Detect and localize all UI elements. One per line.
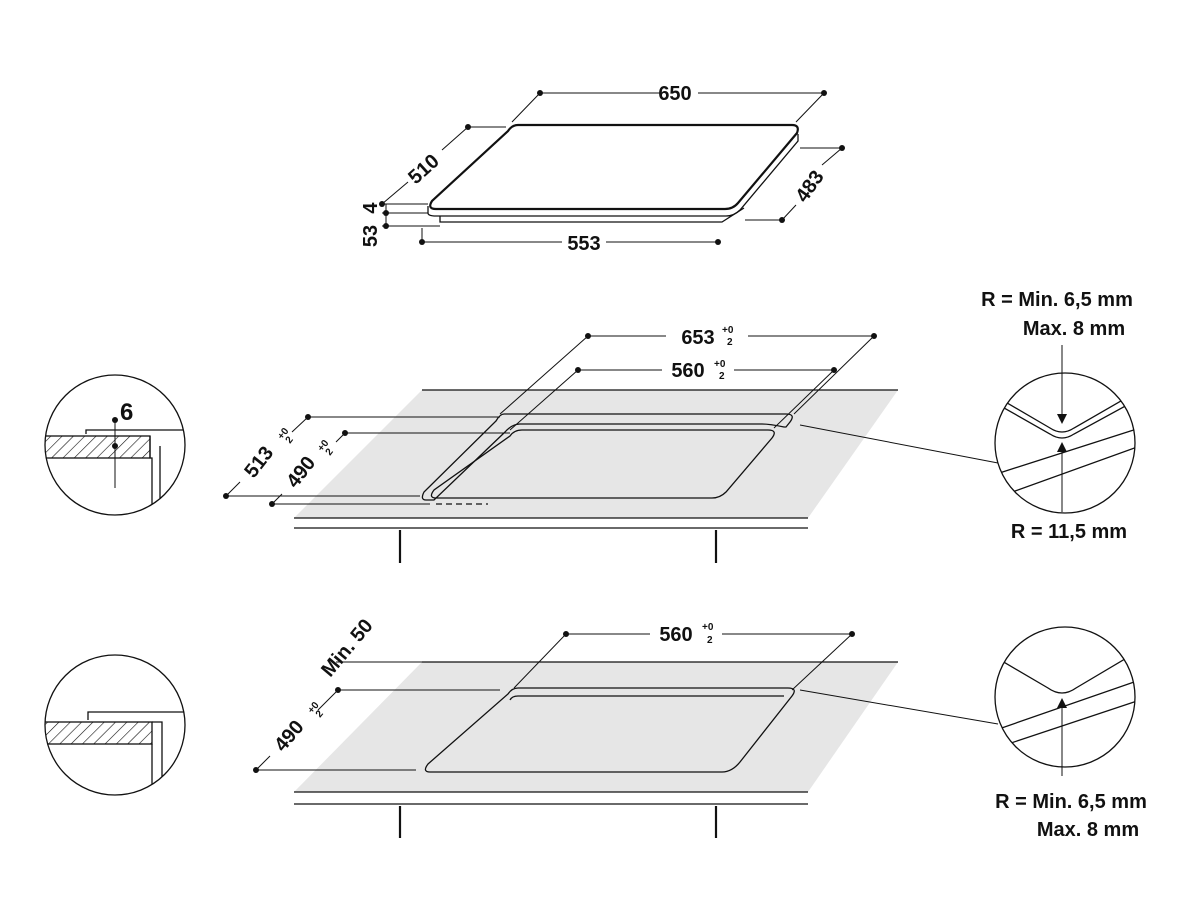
dim-560-bottom-label: 560 xyxy=(659,624,692,646)
dim-490-bottom-label: 490 xyxy=(270,716,308,756)
svg-text:2: 2 xyxy=(707,635,713,646)
dim-653-label: 653 xyxy=(681,327,714,349)
detail-recess-label: 6 xyxy=(120,399,133,426)
svg-text:+0: +0 xyxy=(702,622,714,633)
dim-depth-510: 510 xyxy=(379,124,506,207)
detail-corner-flush: R = Min. 6,5 mm Max. 8 mm R = 11,5 mm xyxy=(799,289,1136,543)
hob-glass-top xyxy=(429,123,799,211)
dim-width-650: 650 xyxy=(511,83,827,123)
cutout-flush xyxy=(421,413,793,505)
hob-isometric-drawing xyxy=(427,123,799,223)
countertop-standard xyxy=(294,661,898,838)
corner-note-standard-line1: R = Min. 6,5 mm xyxy=(995,791,1147,813)
dim-width-560-bottom: 560 +0 2 xyxy=(513,622,855,691)
dim-53-label: 53 xyxy=(360,225,382,247)
svg-text:2: 2 xyxy=(314,708,326,720)
svg-text:+0: +0 xyxy=(722,325,734,336)
svg-text:2: 2 xyxy=(727,337,733,348)
dim-depth-483: 483 xyxy=(745,145,845,223)
detail-section-flush: 6 xyxy=(44,374,186,516)
svg-text:2: 2 xyxy=(719,371,725,382)
corner-note-standard-line2: Max. 8 mm xyxy=(1037,819,1139,841)
dim-483-label: 483 xyxy=(792,167,829,207)
corner-note-flush-line1: R = Min. 6,5 mm xyxy=(981,289,1133,311)
cutout-inner-opening xyxy=(430,429,775,499)
corner-note-flush-inner: R = 11,5 mm xyxy=(1011,521,1127,543)
dim-width-560-middle: 560 +0 2 xyxy=(509,359,837,431)
hob-body xyxy=(439,207,745,223)
dim-513-label: 513 xyxy=(240,442,278,482)
svg-text:+0: +0 xyxy=(714,359,726,370)
detail-corner-standard: R = Min. 6,5 mm Max. 8 mm xyxy=(799,626,1147,841)
dim-490-middle-label: 490 xyxy=(282,452,320,492)
detail-section-standard xyxy=(44,654,186,796)
min-distance-label: Min. 50 xyxy=(317,615,377,681)
countertop-flush xyxy=(294,389,898,563)
dim-width-553: 553 xyxy=(419,228,721,255)
svg-text:2: 2 xyxy=(284,434,296,446)
dim-553-label: 553 xyxy=(567,233,600,255)
dim-560-middle-label: 560 xyxy=(671,360,704,382)
dim-510-label: 510 xyxy=(404,150,444,189)
svg-text:2: 2 xyxy=(324,446,336,458)
cutout-standard xyxy=(424,687,795,773)
dim-heights: 4 53 xyxy=(360,202,440,247)
hob-glass-edge xyxy=(427,134,799,217)
cutout-outer-rim xyxy=(421,413,793,501)
dim-4-label: 4 xyxy=(360,202,382,214)
dim-650-label: 650 xyxy=(658,83,691,105)
dim-width-653: 653 +0 2 xyxy=(499,325,877,415)
corner-note-flush-line2: Max. 8 mm xyxy=(1023,318,1125,340)
